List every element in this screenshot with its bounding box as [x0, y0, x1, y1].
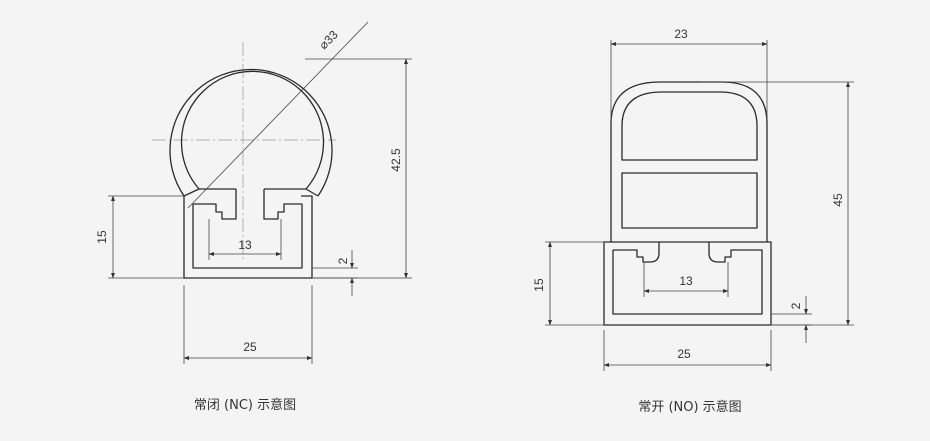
no-arch-inner — [621, 91, 758, 161]
nc-bulb-inner — [180, 70, 325, 190]
no-diagram: 23 45 15 13 2 25 常开 (NO) 示意图 — [532, 27, 854, 415]
no-width-label: 25 — [677, 347, 691, 361]
no-arch-outer — [610, 81, 768, 242]
no-window — [621, 172, 758, 229]
no-base-height-label: 15 — [532, 278, 546, 292]
nc-wall-label: 2 — [336, 257, 350, 264]
nc-width-label: 25 — [243, 340, 257, 354]
nc-height-total-label: 42.5 — [389, 148, 403, 172]
nc-caption: 常闭 (NC) 示意图 — [194, 397, 296, 413]
nc-base-inner — [192, 189, 303, 269]
nc-diameter-label: ⌀33 — [316, 27, 341, 52]
nc-neck-right — [264, 188, 319, 197]
no-wall-label: 2 — [789, 302, 803, 309]
nc-diagram: ⌀33 42.5 15 13 2 25 常闭 (NC) 示意图 — [95, 21, 412, 413]
nc-base-outer — [183, 195, 313, 279]
no-caption: 常开 (NO) 示意图 — [638, 399, 741, 415]
no-top-width-label: 23 — [674, 27, 688, 41]
nc-slot-width-label: 13 — [238, 238, 252, 252]
nc-bulb-outer — [169, 68, 333, 197]
nc-base-height-label: 15 — [95, 230, 109, 244]
nc-neck-left — [183, 188, 236, 197]
no-base-inner — [612, 242, 763, 315]
no-slot-width-label: 13 — [679, 274, 693, 288]
nc-diameter-leader — [187, 21, 369, 209]
no-height-total-label: 45 — [831, 193, 845, 207]
